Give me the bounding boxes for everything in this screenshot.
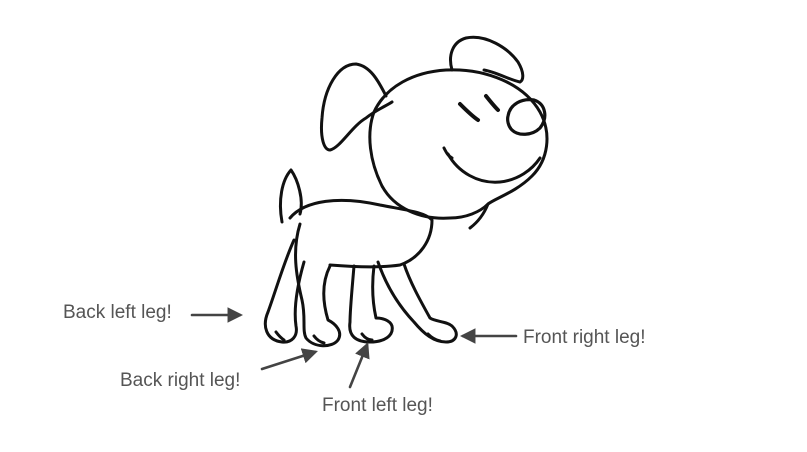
- dog-eye-right: [484, 94, 500, 112]
- dog-eye-left: [458, 102, 480, 122]
- back-right-leg: [294, 222, 342, 348]
- dog-nose: [506, 98, 547, 136]
- dog-tail: [278, 168, 303, 224]
- back-left-leg: [263, 238, 306, 344]
- front-left-leg: [348, 264, 394, 344]
- dog-ear-top: [449, 35, 525, 84]
- arrow-front-left: [348, 342, 370, 389]
- front-left-leg-label: Front left leg!: [322, 395, 433, 416]
- arrow-back-right: [260, 348, 318, 371]
- dog-ear-back: [320, 62, 394, 152]
- dog-head: [368, 68, 549, 220]
- back-left-leg-label: Back left leg!: [63, 302, 172, 323]
- front-right-leg: [376, 260, 458, 344]
- front-right-leg-label: Front right leg!: [523, 327, 646, 348]
- back-right-leg-label: Back right leg!: [120, 370, 241, 391]
- dog-smile: [446, 152, 542, 184]
